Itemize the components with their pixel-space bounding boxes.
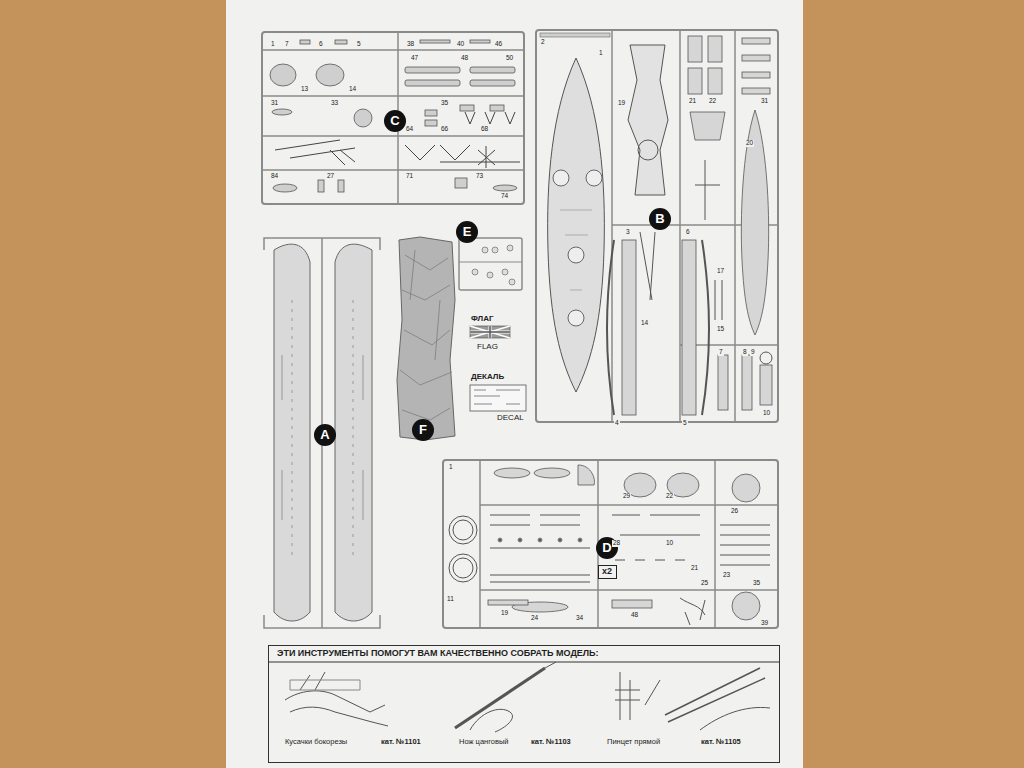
- part-number: 13: [300, 86, 309, 93]
- part-number: 11: [446, 596, 455, 603]
- tool-caption: кат. №1103: [531, 738, 571, 746]
- node-label: C: [390, 114, 399, 128]
- part-number: 6: [685, 229, 691, 236]
- sprue-e: [459, 238, 522, 290]
- part-number: 50: [505, 55, 514, 62]
- part-number: 25: [700, 580, 709, 587]
- part-number: 74: [500, 193, 509, 200]
- part-number: 10: [762, 410, 771, 417]
- part-number: 33: [330, 100, 339, 107]
- part-number: 4: [614, 420, 620, 427]
- part-number: 35: [440, 100, 449, 107]
- part-number: 64: [405, 126, 414, 133]
- flag: [470, 326, 510, 338]
- sprue-b: [536, 30, 778, 422]
- tool-caption: Нож цанговый: [459, 738, 509, 746]
- part-number: 31: [760, 98, 769, 105]
- sprue-letter: B: [649, 208, 671, 230]
- part-number: 6: [318, 41, 324, 48]
- sprue-letter: E: [456, 221, 478, 243]
- part-number: 84: [270, 173, 279, 180]
- part-number: 29: [622, 493, 631, 500]
- part-number: 23: [722, 572, 731, 579]
- part-number: 21: [688, 98, 697, 105]
- part-number: 34: [575, 615, 584, 622]
- part-number: 68: [480, 126, 489, 133]
- sheet-caption: FLAG: [476, 343, 499, 351]
- part-number: 73: [475, 173, 484, 180]
- part-number: 21: [690, 565, 699, 572]
- part-number: 22: [665, 493, 674, 500]
- part-number: 2: [540, 39, 546, 46]
- quantity-box: x2: [598, 565, 617, 579]
- part-number: 1: [270, 41, 276, 48]
- sprue-c: [262, 32, 524, 204]
- part-number: 31: [270, 100, 279, 107]
- node-label: x2: [602, 567, 613, 577]
- part-number: 28: [612, 540, 621, 547]
- part-number: 1: [598, 50, 604, 57]
- part-number: 5: [682, 420, 688, 427]
- node-label: B: [655, 212, 664, 226]
- part-number: 9: [750, 349, 756, 356]
- part-number: 48: [460, 55, 469, 62]
- paper: [226, 0, 803, 768]
- sprue-letter: A: [314, 424, 336, 446]
- tool-caption: кат. №1101: [381, 738, 421, 746]
- tool-caption: Кусачки бокорезы: [285, 738, 347, 746]
- part-number: 17: [716, 268, 725, 275]
- part-number: 7: [718, 349, 724, 356]
- part-number: 20: [745, 140, 754, 147]
- part-number: 15: [716, 326, 725, 333]
- part-number: 19: [500, 610, 509, 617]
- part-number: 22: [708, 98, 717, 105]
- node-label: D: [602, 541, 611, 555]
- tool-sketches: [285, 662, 770, 732]
- part-number: 35: [752, 580, 761, 587]
- tool-caption: кат. №1105: [701, 738, 741, 746]
- part-number: 7: [284, 41, 290, 48]
- part-number: 48: [630, 612, 639, 619]
- part-number: 26: [730, 508, 739, 515]
- sprue-letter: C: [384, 110, 406, 132]
- part-number: 47: [410, 55, 419, 62]
- sheet-caption: DECAL: [496, 414, 525, 422]
- sheet-caption: ФЛАГ: [470, 315, 494, 323]
- part-number: 19: [617, 100, 626, 107]
- part-number: 46: [494, 41, 503, 48]
- part-number: 5: [356, 41, 362, 48]
- part-number: 14: [640, 320, 649, 327]
- sheet-caption: ДЕКАЛЬ: [470, 373, 505, 381]
- node-label: A: [320, 428, 329, 442]
- sprue-a: [264, 238, 380, 628]
- node-label: E: [463, 225, 472, 239]
- part-number: 71: [405, 173, 414, 180]
- node-label: F: [419, 423, 427, 437]
- part-number: 10: [665, 540, 674, 547]
- panel-rule: [268, 662, 780, 663]
- panel-heading: ЭТИ ИНСТРУМЕНТЫ ПОМОГУТ ВАМ КАЧЕСТВЕННО …: [277, 649, 599, 659]
- part-number: 66: [440, 126, 449, 133]
- sprue-d: [443, 460, 778, 628]
- tool-caption: Пинцет прямой: [607, 738, 660, 746]
- part-number: 1: [448, 464, 454, 471]
- part-number: 38: [406, 41, 415, 48]
- part-number: 27: [326, 173, 335, 180]
- part-number: 14: [348, 86, 357, 93]
- sprue-letter: F: [412, 419, 434, 441]
- sprue-f-sea-base: [397, 237, 455, 440]
- part-number: 3: [625, 229, 631, 236]
- decal-sheet: [470, 385, 526, 411]
- part-number: 24: [530, 615, 539, 622]
- part-number: 40: [456, 41, 465, 48]
- part-number: 39: [760, 620, 769, 627]
- tools-panel: ЭТИ ИНСТРУМЕНТЫ ПОМОГУТ ВАМ КАЧЕСТВЕННО …: [268, 645, 780, 763]
- part-number: 8: [742, 349, 748, 356]
